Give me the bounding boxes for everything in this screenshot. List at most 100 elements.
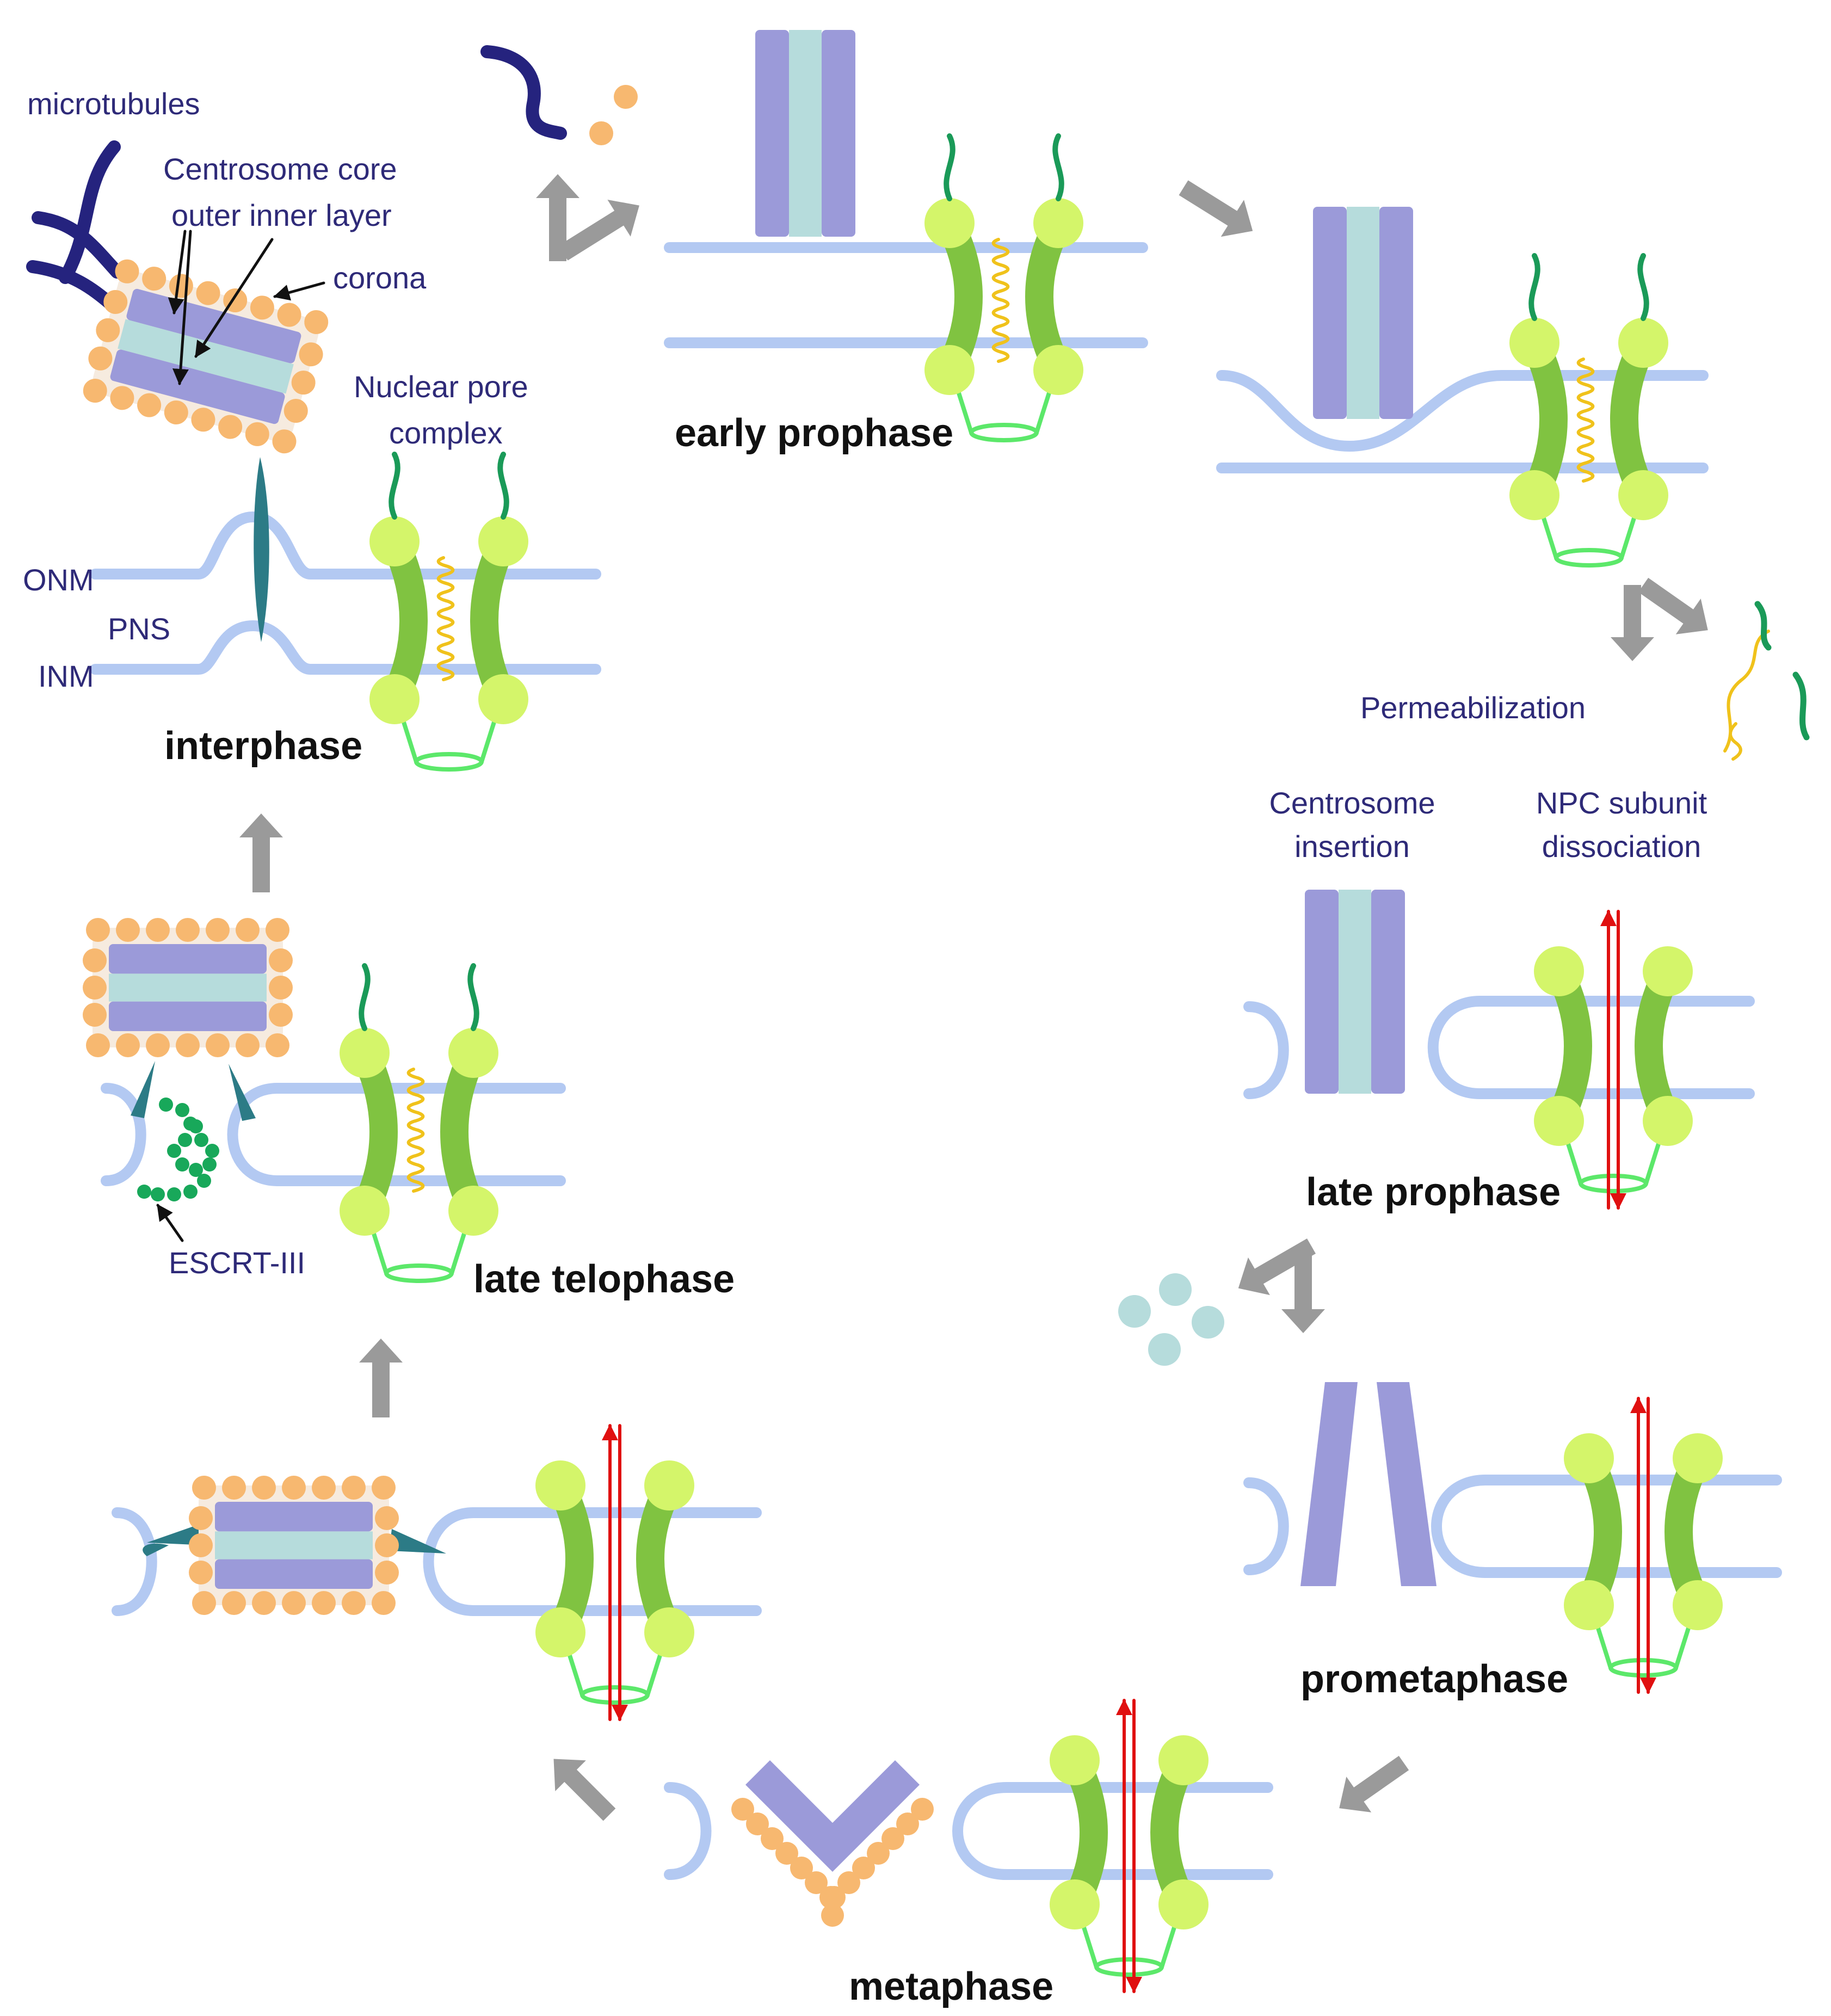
cycle-arrow-up: [359, 1339, 403, 1417]
microtubules-label: microtubules: [27, 87, 200, 121]
late-prophase-npc-subunit: [1643, 1096, 1693, 1146]
interphase-centrosome-corona-dot: [137, 393, 162, 417]
released-inner-dot: [1192, 1306, 1224, 1339]
late-telophase-centrosome-corona-dot: [236, 1033, 260, 1057]
metaphase-npc: [1050, 1699, 1209, 1993]
early-prophase-npc: [924, 133, 1083, 442]
early-prophase-npc-cytoplasmic-fiber: [944, 133, 955, 201]
prophase-centrosome-outer-layer: [1313, 207, 1347, 419]
interphase-centrosome-corona-dot: [304, 310, 329, 334]
late-telophase-centrosome-corona-dot: [266, 918, 289, 942]
linc-complex-icon: [389, 1529, 446, 1553]
escrt-iii-dot: [197, 1174, 211, 1188]
interphase-centrosome-corona-dot: [283, 399, 308, 423]
interphase-centrosome-corona-dot: [115, 259, 139, 283]
late-telophase-centrosome-corona-dot: [176, 1033, 200, 1057]
interphase-centrosome-corona-dot: [218, 415, 243, 439]
late-telophase-centrosome: [83, 918, 293, 1057]
prometaphase-npc-basket-ring: [1608, 1658, 1678, 1678]
telophase-centrosome-outer-layer: [215, 1559, 373, 1589]
early-prophase-npc-basket-ring: [969, 423, 1039, 442]
nuclear-envelope: [423, 1507, 762, 1616]
metaphase-title: metaphase: [849, 1965, 1053, 2008]
telophase-centrosome: [189, 1476, 399, 1615]
telophase-centrosome-corona-dot: [189, 1506, 213, 1530]
telophase-npc-subunit: [535, 1460, 585, 1511]
metaphase-npc-subunit: [1158, 1735, 1209, 1785]
late-telophase-centrosome-corona-dot: [86, 918, 110, 942]
late-telophase-centrosome-outer-layer: [109, 1001, 267, 1031]
telophase-centrosome-corona-dot: [375, 1561, 399, 1585]
late-telophase-npc-subunit: [448, 1186, 498, 1236]
centrosome-insertion-label: Centrosome: [1269, 786, 1435, 820]
cycle-arrow-out: [1638, 577, 1708, 634]
metaphase-npc-subunit: [1050, 1879, 1100, 1929]
escrt-iii-dot: [205, 1144, 219, 1158]
linc-complex-icon: [254, 457, 269, 642]
escrt-iii-dot: [175, 1103, 189, 1117]
telophase-centrosome-corona-dot: [312, 1591, 336, 1615]
cycle-arrow-down-right: [1179, 180, 1253, 237]
interphase-centrosome-corona-dot: [110, 386, 134, 410]
telophase-centrosome-corona-dot: [192, 1476, 216, 1500]
interphase-npc-subunit: [478, 516, 528, 566]
escrt-iii-dot: [175, 1157, 189, 1172]
cycle-arrow-up-shape: [536, 174, 579, 261]
late-telophase-centrosome-corona-dot: [146, 918, 170, 942]
metaphase-centrosome: [731, 1760, 934, 1927]
late-telophase-centrosome-corona-dot: [236, 918, 260, 942]
interphase-centrosome-corona-dot: [83, 379, 107, 403]
escrt-iii-dot: [159, 1098, 173, 1112]
released-fiber: [1754, 601, 1772, 651]
released-fg-repeat-icon: [1723, 630, 1770, 761]
membrane-edge: [112, 1507, 157, 1616]
late-telophase-npc-subunit: [340, 1186, 390, 1236]
membrane-edge: [664, 1782, 712, 1880]
corona-dot: [896, 1812, 919, 1835]
corona-dot: [823, 1886, 846, 1909]
escrt-iii-dot: [189, 1119, 203, 1133]
telophase-centrosome-corona-dot: [222, 1476, 246, 1500]
interphase-centrosome-corona-dot: [88, 346, 113, 371]
late-telophase-centrosome-corona-dot: [86, 1033, 110, 1057]
late-prophase-centrosome: [1305, 890, 1405, 1094]
interphase-npc-basket-ring: [414, 752, 484, 772]
escrt-iii-dot: [189, 1163, 203, 1177]
interphase-centrosome-corona-dot: [245, 422, 269, 446]
cycle-arrow-up: [536, 174, 579, 261]
metaphase-npc-subunit: [1050, 1735, 1100, 1785]
prometaphase-npc-subunit: [1673, 1433, 1723, 1483]
inner-layer-pointer: [172, 230, 192, 385]
prometaphase-npc-subunit: [1564, 1580, 1614, 1630]
early-prophase-panel: early prophase: [480, 45, 1148, 455]
telophase-npc-subunit: [644, 1607, 694, 1657]
telophase-centrosome-corona-dot: [189, 1533, 213, 1557]
corona-dot: [881, 1827, 904, 1850]
nuclear-envelope: [227, 1083, 566, 1186]
telophase-panel: [112, 1507, 762, 1616]
centrosome-outer-layer: [1377, 1382, 1437, 1586]
interphase-title: interphase: [164, 724, 362, 768]
inm-label: INM: [38, 659, 94, 693]
centrosome-outer-layer: [1300, 1382, 1358, 1586]
prometaphase-panel: prometaphase: [1243, 1382, 1782, 1701]
late-telophase-npc-subunit: [340, 1028, 390, 1078]
cycle-arrow-up-shape: [359, 1339, 403, 1417]
metaphase-panel: metaphase: [664, 1782, 1273, 2008]
late-prophase-centrosome-inner-layer: [1339, 890, 1371, 1094]
interphase-npc-subunit: [369, 674, 420, 724]
telophase-centrosome-corona-dot: [342, 1591, 366, 1615]
telophase-centrosome-corona-dot: [342, 1476, 366, 1500]
dissociation-label: dissociation: [1542, 829, 1701, 864]
late-prophase-npc-basket-ring: [1579, 1174, 1648, 1193]
prometaphase-title: prometaphase: [1300, 1657, 1568, 1701]
complex-label: complex: [389, 416, 503, 450]
early-prophase-title: early prophase: [675, 411, 953, 455]
early-prophase-npc-subunit: [924, 345, 975, 395]
released-corona-dot: [614, 85, 638, 109]
interphase-npc-cytoplasmic-fiber: [389, 452, 400, 520]
late-prophase-npc-subunit: [1534, 1096, 1584, 1146]
escrt-iii-dot: [202, 1157, 217, 1172]
early-prophase-npc-cytoplasmic-fiber: [1052, 133, 1064, 201]
